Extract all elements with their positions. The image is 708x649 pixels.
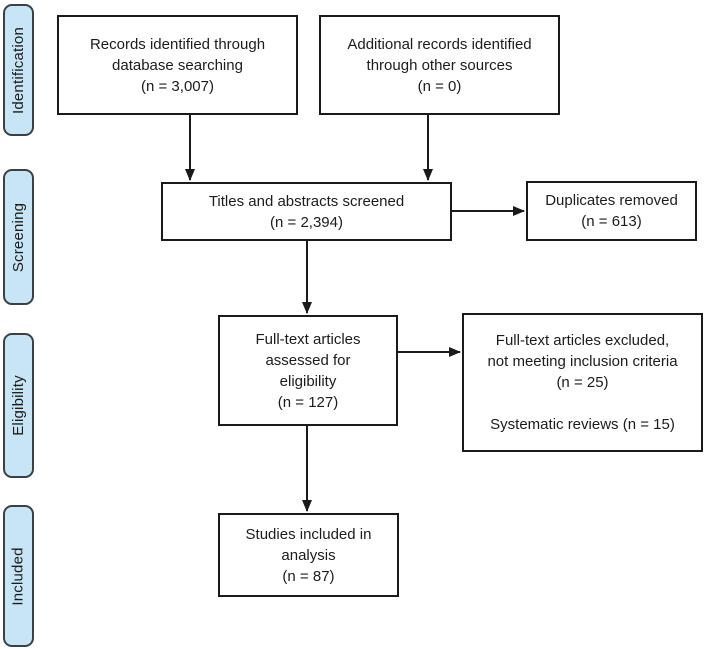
box-fulltext-assessed: Full-text articles assessed for eligibil… [218, 315, 398, 426]
box-duplicates-removed: Duplicates removed (n = 613) [526, 181, 697, 241]
stage-included-label: Included [10, 546, 27, 606]
stage-eligibility: Eligibility [3, 333, 34, 478]
box-records-identified: Records identified through database sear… [57, 15, 298, 115]
stage-screening-label: Screening [10, 202, 28, 272]
box-fulltext-excluded-text: Full-text articles excluded, not meeting… [487, 332, 678, 433]
box-fulltext-assessed-text: Full-text articles assessed for eligibil… [255, 330, 361, 411]
stage-included: Included [3, 505, 34, 647]
stage-screening: Screening [3, 169, 34, 305]
box-fulltext-excluded: Full-text articles excluded, not meeting… [462, 313, 703, 452]
box-additional-records: Additional records identified through ot… [319, 15, 560, 115]
box-studies-included-text: Studies included in analysis (n = 87) [245, 525, 372, 585]
stage-identification: Identification [3, 4, 34, 136]
stage-identification-label: Identification [10, 26, 27, 114]
box-studies-included: Studies included in analysis (n = 87) [218, 513, 399, 597]
box-duplicates-removed-text: Duplicates removed (n = 613) [545, 192, 678, 230]
box-titles-abstracts-screened-text: Titles and abstracts screened (n = 2,394… [208, 192, 405, 231]
box-records-identified-text: Records identified through database sear… [89, 35, 266, 95]
stage-eligibility-label: Eligibility [10, 375, 27, 436]
box-titles-abstracts-screened: Titles and abstracts screened (n = 2,394… [161, 182, 452, 241]
box-additional-records-text: Additional records identified through ot… [347, 35, 532, 95]
